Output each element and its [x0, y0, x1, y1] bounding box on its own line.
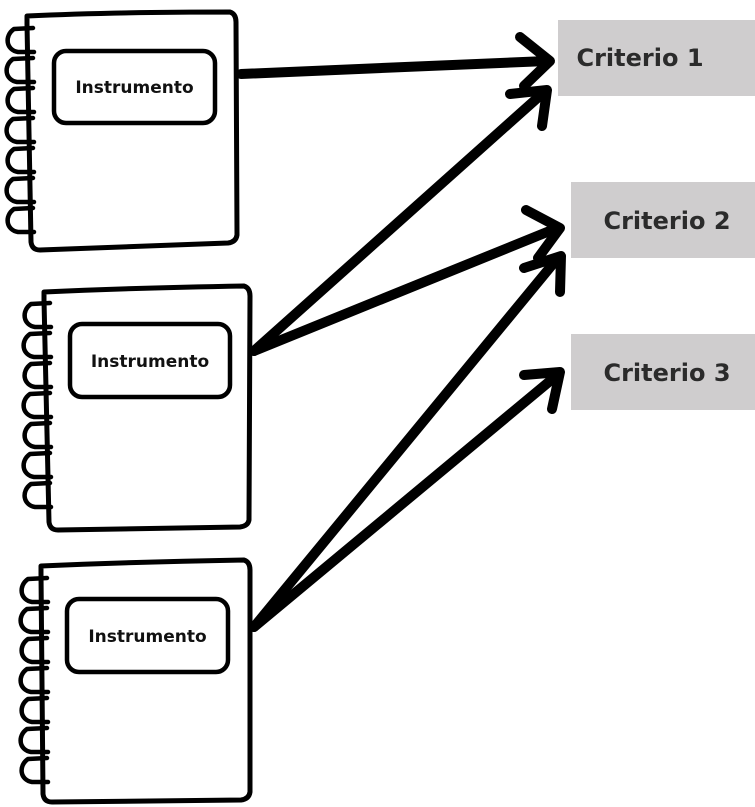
- instrumento-label: Instrumento: [75, 78, 193, 98]
- arrow-instrumento-2-to-criterio-2: [249, 205, 565, 356]
- notebook-cover: [38, 557, 253, 805]
- notebook-instrumento-3: Instrumento: [18, 557, 253, 805]
- criterio-2-box: Criterio 2: [571, 182, 755, 258]
- criterio-label: Criterio 3: [603, 359, 730, 387]
- notebook-label-frame: [67, 321, 233, 400]
- notebook-instrumento-1: Instrumento: [4, 9, 240, 253]
- spiral-binding: [4, 25, 37, 235]
- notebook-cover: [41, 283, 253, 533]
- criterio-label: Criterio 2: [603, 207, 730, 235]
- criterio-3-box: Criterio 3: [571, 334, 755, 410]
- notebook-label-frame: [64, 596, 231, 675]
- criterion-background: [558, 20, 755, 96]
- arrow-instrumento-3-to-criterio-2: [249, 251, 566, 632]
- criterion-background: [571, 182, 755, 258]
- notebook-instrumento-2: Instrumento: [21, 283, 253, 533]
- criterion-background: [571, 334, 755, 410]
- notebook-cover: [24, 9, 240, 253]
- arrow-instrumento-1-to-criterio-1: [236, 32, 555, 91]
- notebook-label-frame: [51, 48, 218, 126]
- arrow-instrumento-2-to-criterio-1: [249, 85, 552, 356]
- instrumento-label: Instrumento: [88, 627, 206, 647]
- spiral-binding: [21, 300, 54, 510]
- criterio-label: Criterio 1: [576, 44, 703, 72]
- criterio-1-box: Criterio 1: [558, 20, 755, 96]
- arrow-instrumento-3-to-criterio-3: [249, 367, 565, 632]
- spiral-binding: [18, 575, 51, 785]
- instrumento-label: Instrumento: [91, 352, 209, 372]
